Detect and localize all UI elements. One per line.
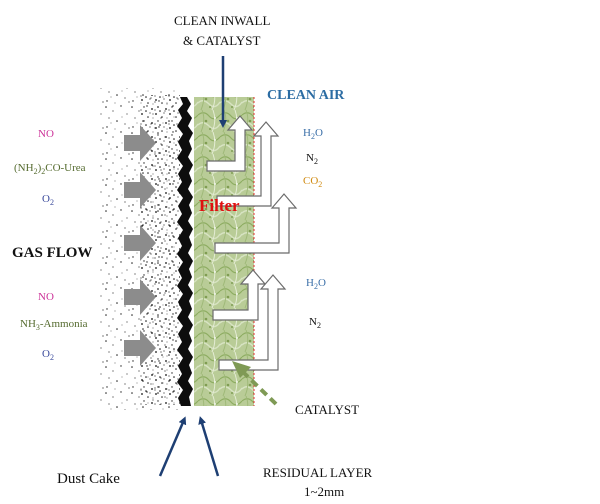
outlet-arrow-2 xyxy=(216,121,280,207)
gas-flow-label: GAS FLOW xyxy=(12,245,93,261)
outlet-arrow-1 xyxy=(206,115,254,172)
outlet-n2-2: N2 xyxy=(309,316,321,331)
residual-layer-arrow xyxy=(198,416,220,477)
inlet-o2-2: O2 xyxy=(42,348,54,363)
gas-arrow-3 xyxy=(124,225,156,261)
inlet-ammonia: NH3-Ammonia xyxy=(20,318,88,333)
outlet-h2o-1: H2O xyxy=(303,127,323,142)
residual-layer-label-line2: 1~2mm xyxy=(304,484,345,499)
dust-cake-arrow xyxy=(158,416,187,477)
dust-cake-label: Dust Cake xyxy=(57,471,120,487)
gas-arrow-1 xyxy=(124,125,156,161)
dust-cake-layer xyxy=(177,97,193,406)
catalyst-label: CATALYST xyxy=(295,402,360,417)
outlet-n2-1: N2 xyxy=(306,152,318,167)
outlet-arrow-4 xyxy=(212,269,267,321)
inlet-urea: (NH2)2CO-Urea xyxy=(14,162,86,177)
outlet-h2o-2: H2O xyxy=(306,277,326,292)
clean-inwall-label-line1: CLEAN INWALL xyxy=(174,13,271,28)
outlet-co2: CO2 xyxy=(303,175,323,190)
residual-layer-label-line1: RESIDUAL LAYER xyxy=(263,465,373,480)
outlet-arrow-3 xyxy=(214,193,298,254)
gas-arrow-5 xyxy=(124,330,156,366)
indicator-arrows xyxy=(158,56,227,477)
inlet-no-2: NO xyxy=(38,291,54,303)
inlet-o2-1: O2 xyxy=(42,193,54,208)
inlet-no-1: NO xyxy=(38,128,54,140)
clean-inwall-label-line2: & CATALYST xyxy=(183,33,261,48)
clean-air-label: CLEAN AIR xyxy=(267,88,345,103)
gas-arrow-2 xyxy=(124,172,156,208)
gas-flow-arrows xyxy=(124,125,156,366)
gas-arrow-4 xyxy=(124,279,156,315)
outlet-arrows xyxy=(206,115,298,371)
catalyst-arrow xyxy=(232,361,278,406)
outlet-arrow-5 xyxy=(218,274,287,371)
filter-label: Filter xyxy=(199,196,240,215)
